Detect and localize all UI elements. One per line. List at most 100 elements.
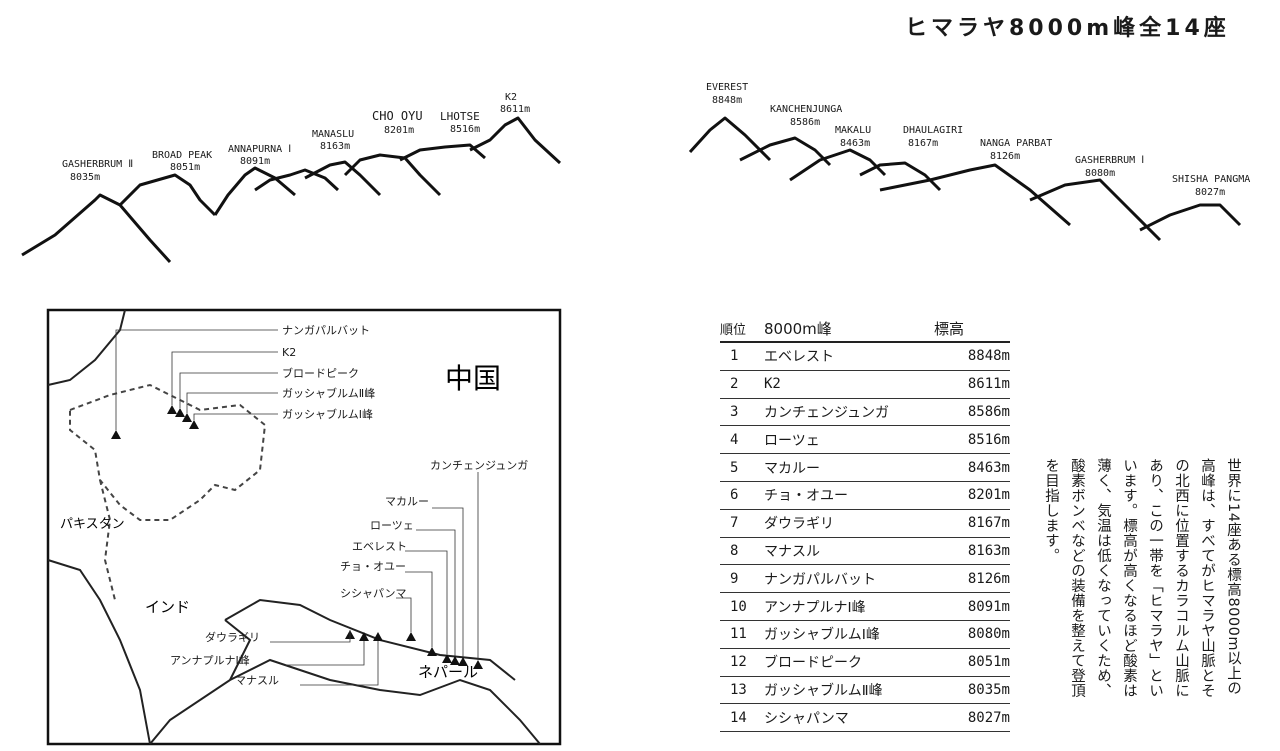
height-cell: 8051m [967,654,1010,671]
height-cell: 8091m [967,598,1010,615]
rank-cell: 14 [730,709,747,726]
peak-height: 8163m [320,141,350,152]
rank-cell: 12 [730,654,747,671]
rank-cell: 1 [730,348,739,365]
height-cell: 8167m [967,515,1010,532]
height-cell: 8201m [967,487,1010,504]
height-cell: 8126m [967,570,1010,587]
peak-name-cell: カンチェンジュンガ [764,404,890,421]
map-country-india: インド [145,598,190,616]
rank-cell: 5 [730,459,739,476]
map-label-manaslu: マナスル [235,674,279,687]
map-label-everest: エベレスト [352,540,407,553]
peak-name-cell: ブロードピーク [764,655,862,672]
table-row: 1 エベレスト 8848m [720,343,1010,371]
map-label-kanchenjunga: カンチェンジュンガ [430,459,528,472]
rank-cell: 8 [730,542,739,559]
height-cell: 8516m [967,431,1010,448]
peak-height: 8611m [500,104,530,115]
peak-height: 8201m [384,125,414,136]
peak-name-cell: アンナプルナⅠ峰 [764,599,866,616]
map-label-nanga-parbat: ナンガパルバット [282,324,370,337]
peak-height: 8167m [908,138,938,149]
map-frame [46,308,562,746]
peak-label: SHISHA PANGMA [1172,174,1250,185]
table-row: 10 アンナプルナⅠ峰 8091m [720,593,1010,621]
map-label-k2: K2 [282,346,296,359]
body-text: 世界に14座ある標高8000m以上の高峰は、すべてがヒマラヤ山脈とその北西に位置… [1043,458,1241,698]
peak-label: EVEREST [706,82,748,93]
peak-height: 8051m [170,162,200,173]
rank-cell: 9 [730,570,739,587]
map-label-shishapangma: シシャパンマ [340,587,407,600]
rank-cell: 6 [730,487,739,504]
rank-cell: 3 [730,403,739,420]
header-rank: 順位 [720,322,747,338]
rank-cell: 10 [730,598,747,615]
peak-label: NANGA PARBAT [980,138,1052,149]
height-cell: 8848m [967,348,1010,365]
peak-label: CHO OYU [372,109,423,123]
rank-cell: 11 [730,626,747,643]
map-label-annapurna: アンナプルナⅠ峰 [170,654,250,667]
peak-label: LHOTSE [440,110,480,123]
map-country-pakistan: パキスタン [60,517,125,532]
panorama-right-labels: EVEREST 8848m KANCHENJUNGA 8586m MAKALU … [706,82,1250,198]
table-row: 4 ローツェ 8516m [720,426,1010,455]
peak-name-cell: エベレスト [764,349,834,366]
peak-label: K2 [505,92,517,103]
peak-name-cell: シシャパンマ [764,710,849,727]
rank-cell: 4 [730,431,739,448]
table-row: 11 ガッシャブルムⅠ峰 8080m [720,621,1010,649]
peak-name-cell: ローツェ [764,432,820,449]
peak-label: GASHERBRUM Ⅰ [1075,155,1144,166]
peak-height: 8848m [712,95,742,106]
height-cell: 8027m [967,709,1010,726]
panorama-right [688,116,1242,242]
rank-cell: 7 [730,515,739,532]
peak-name-cell: マナスル [764,543,820,560]
map-label-gasherbrum1: ガッシャブルムⅠ峰 [282,407,373,421]
peak-label: GASHERBRUM Ⅱ [62,159,133,170]
peak-name-cell: チョ・オユー [764,488,848,505]
rank-cell: 13 [730,681,747,698]
peak-height: 8027m [1195,187,1225,198]
map-label-broad-peak: ブロードピーク [282,366,359,380]
peak-name-cell: マカルー [764,460,820,477]
height-cell: 8035m [967,681,1010,698]
height-cell: 8080m [967,626,1010,643]
peak-height: 8035m [70,172,100,183]
peak-height: 8091m [240,156,270,167]
map: ナンガパルバット K2 ブロードピーク ガッシャブルムⅡ峰 ガッシャブルムⅠ峰 … [46,308,562,746]
peak-height: 8463m [840,138,870,149]
peak-label: MAKALU [835,125,871,136]
map-label-lhotse: ローツェ [370,519,414,532]
height-cell: 8163m [967,542,1010,559]
table-row: 12 ブロードピーク 8051m [720,649,1010,677]
peak-name-cell: ガッシャブルムⅠ峰 [764,627,880,644]
peak-height: 8080m [1085,168,1115,179]
peak-label: MANASLU [312,129,354,140]
table-header: 順位 8000m峰 標高 [720,315,1010,343]
peak-height: 8586m [790,117,820,128]
panorama-left-labels: GASHERBRUM Ⅱ 8035m BROAD PEAK 8051m ANNA… [62,92,530,183]
peak-height: 8126m [990,151,1020,162]
peak-label: ANNAPURNA Ⅰ [228,144,291,155]
height-cell: 8586m [967,403,1010,420]
panorama-left [21,116,562,264]
table-row: 8 マナスル 8163m [720,538,1010,566]
map-label-gasherbrum2: ガッシャブルムⅡ峰 [282,386,375,400]
header-height: 標高 [934,319,965,338]
map-label-cho-oyu: チョ・オユー [340,560,406,573]
peak-label: BROAD PEAK [152,150,212,161]
page-title: ヒマラヤ8000m峰全14座 [905,16,1230,41]
map-label-makalu: マカルー [385,495,429,508]
peak-label: DHAULAGIRI [903,125,963,136]
rank-cell: 2 [730,376,739,393]
